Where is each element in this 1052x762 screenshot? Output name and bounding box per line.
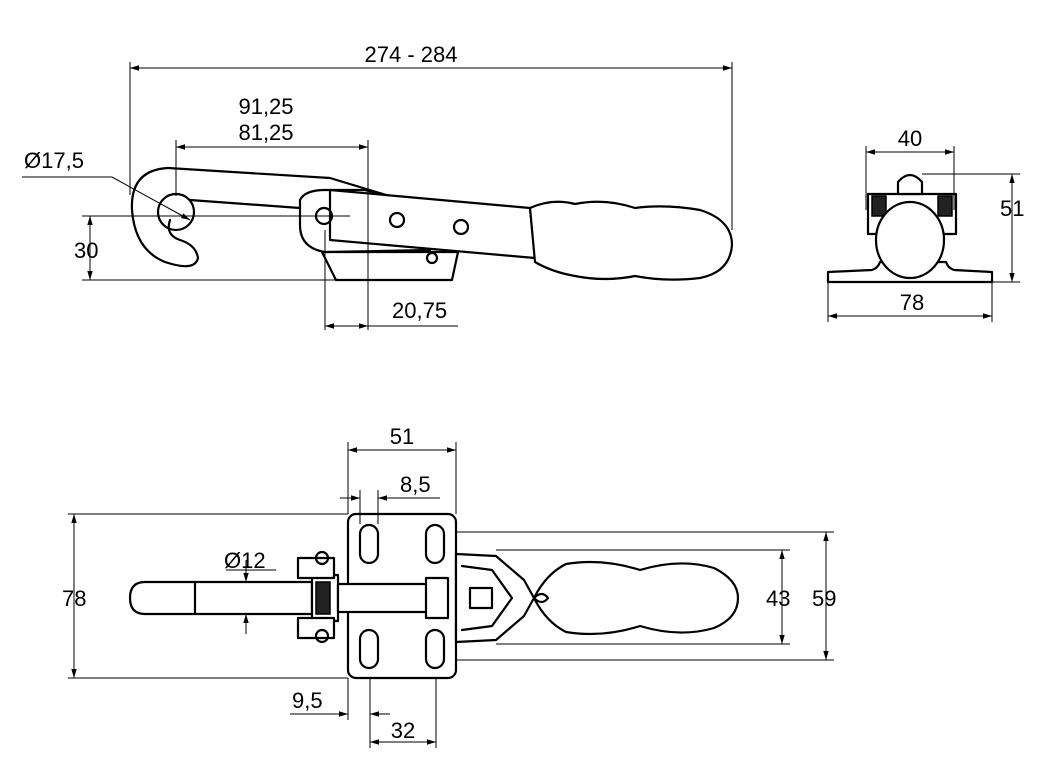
- slot-top-right: [424, 523, 446, 565]
- top-linkage-pin: [468, 586, 494, 610]
- dim-slot-spacing: 32: [391, 718, 415, 743]
- dim-outer-width: 59: [812, 586, 836, 611]
- side-lever-hole: [452, 218, 470, 236]
- slot-bottom-left: [358, 628, 380, 670]
- dim-base-offset: 20,75: [392, 298, 447, 323]
- dim-end-base-width: 78: [900, 290, 924, 315]
- dim-hook-diameter: Ø17,5: [24, 148, 84, 173]
- hook-curve: [130, 166, 200, 268]
- dim-hook-reach-max: 91,25: [238, 94, 293, 119]
- dim-base-width: 51: [390, 424, 414, 449]
- side-lever-screw: [388, 211, 406, 229]
- dim-overall-length: 274 - 284: [365, 42, 458, 67]
- hook-arm: [166, 166, 398, 200]
- side-view: 274 - 284 91,25 81,25 Ø17,5 30 20,75: [22, 42, 734, 330]
- hook-arm-lower: [188, 198, 302, 210]
- end-top-pin: [896, 173, 924, 196]
- side-base-plate: [320, 250, 460, 282]
- dim-total-width: 78: [62, 586, 86, 611]
- dim-slot-width: 8,5: [400, 472, 431, 497]
- top-inner-guide: [424, 576, 450, 620]
- dim-rod-offset: 9,5: [292, 688, 323, 713]
- slot-top-left: [358, 523, 380, 565]
- top-inner-shaft: [336, 582, 440, 614]
- dim-rod-diameter: Ø12: [224, 548, 266, 573]
- top-grip-neck: [532, 592, 550, 604]
- side-base-hole: [425, 251, 439, 265]
- top-linkage-inner: [460, 564, 514, 632]
- dim-hook-reach-min: 81,25: [238, 120, 293, 145]
- end-grip-round: [874, 200, 946, 280]
- top-bolt-upper: [314, 550, 330, 566]
- slot-bottom-right: [424, 628, 446, 670]
- end-view: 40 51 78: [826, 126, 1024, 322]
- top-lever-linkage: [454, 552, 536, 644]
- dim-inner-width: 43: [766, 586, 790, 611]
- end-bolt-right: [937, 195, 953, 217]
- top-grip: [532, 560, 740, 636]
- top-rod: [128, 580, 314, 616]
- end-bolt-left: [871, 195, 887, 217]
- dim-leader-diameter: [111, 176, 191, 221]
- top-spring: [315, 581, 331, 615]
- top-view: 51 8,5 78 Ø12 43 59 9,5 32: [62, 424, 836, 748]
- side-grip: [528, 200, 734, 281]
- dim-end-height: 51: [1000, 196, 1024, 221]
- dim-end-width-top: 40: [898, 126, 922, 151]
- top-bolt-lower: [314, 628, 330, 644]
- dim-hook-height: 30: [74, 238, 98, 263]
